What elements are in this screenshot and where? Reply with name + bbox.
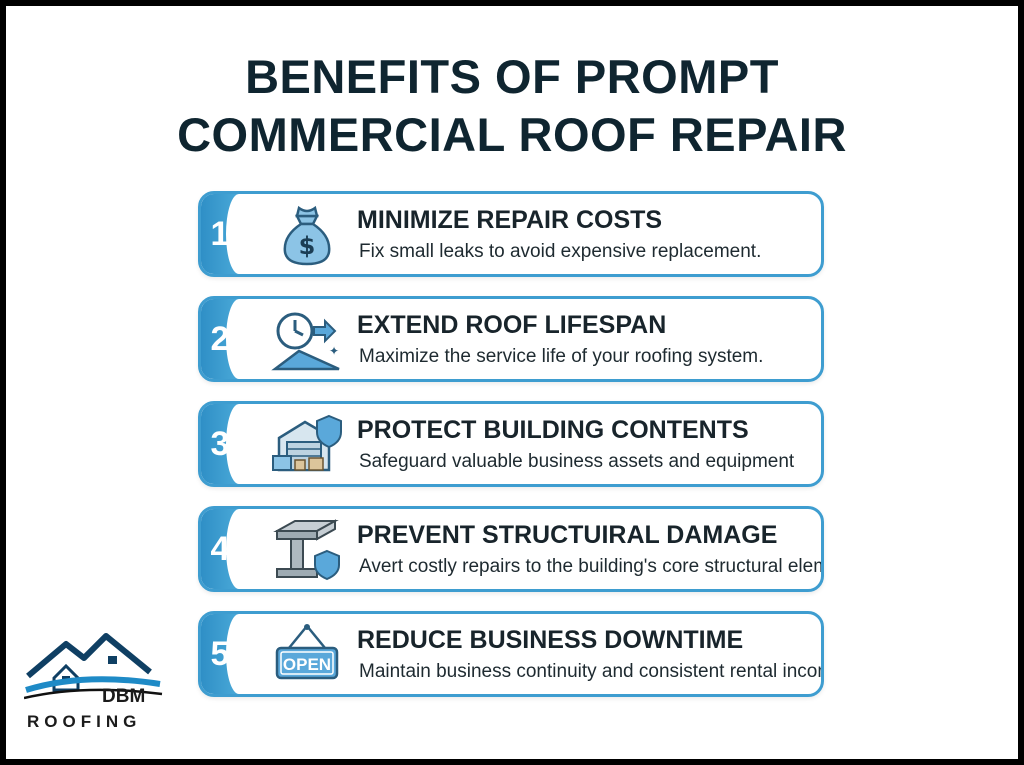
- benefit-title: MINIMIZE REPAIR COSTS: [357, 206, 663, 234]
- open-sign-icon: OPEN: [271, 622, 343, 688]
- benefit-title: PROTECT BUILDING CONTENTS: [357, 416, 749, 444]
- benefit-description: Avert costly repairs to the building's c…: [359, 556, 824, 577]
- title-line-2: COMMERCIAL ROOF REPAIR: [177, 108, 847, 161]
- steel-beam-shield-icon: [271, 517, 343, 583]
- benefit-card-2: 2 ✦ EXTEND ROOF LIFESPAN Maximize the se…: [198, 296, 824, 382]
- benefit-title: PREVENT STRUCTUIRAL DAMAGE: [357, 521, 778, 549]
- warehouse-shield-icon: [271, 412, 343, 478]
- benefit-description: Maintain business continuity and consist…: [359, 661, 824, 682]
- benefit-number: 2: [201, 299, 252, 379]
- benefit-description: Safeguard valuable business assets and e…: [359, 451, 795, 472]
- benefit-number: 4: [201, 509, 252, 589]
- benefit-description: Fix small leaks to avoid expensive repla…: [359, 241, 762, 262]
- logo-brand: DBM: [102, 686, 146, 707]
- benefit-number: 5: [201, 614, 252, 694]
- svg-text:$: $: [299, 232, 316, 260]
- benefit-title: EXTEND ROOF LIFESPAN: [357, 311, 667, 339]
- infographic-frame: BENEFITS OF PROMPT COMMERCIAL ROOF REPAI…: [6, 6, 1018, 759]
- benefit-number: 1: [201, 194, 252, 274]
- money-bag-icon: $: [271, 202, 343, 268]
- logo-subtitle: ROOFING: [27, 712, 142, 731]
- title-line-1: BENEFITS OF PROMPT: [245, 50, 779, 103]
- open-sign-text: OPEN: [283, 655, 331, 674]
- benefit-title: REDUCE BUSINESS DOWNTIME: [357, 626, 744, 654]
- page-title: BENEFITS OF PROMPT COMMERCIAL ROOF REPAI…: [6, 48, 1018, 164]
- benefit-description: Maximize the service life of your roofin…: [359, 346, 764, 367]
- svg-text:✦: ✦: [329, 344, 339, 358]
- benefit-card-1: 1 $ MINIMIZE REPAIR COSTS Fix small leak…: [198, 191, 824, 277]
- benefit-card-4: 4 PREVENT STRUCTUIRAL DAMAGE Avert costl…: [198, 506, 824, 592]
- benefit-card-5: 5 OPEN REDUCE BUSINESS DOWNTIME Maintain…: [198, 611, 824, 697]
- benefit-card-3: 3 PROTECT BUILDING CONTENTS Safeguard va…: [198, 401, 824, 487]
- benefit-number: 3: [201, 404, 252, 484]
- house-roofline-icon: [23, 633, 163, 700]
- dbm-roofing-logo: DBM ROOFING: [23, 628, 164, 738]
- clock-roof-icon: ✦: [271, 307, 343, 373]
